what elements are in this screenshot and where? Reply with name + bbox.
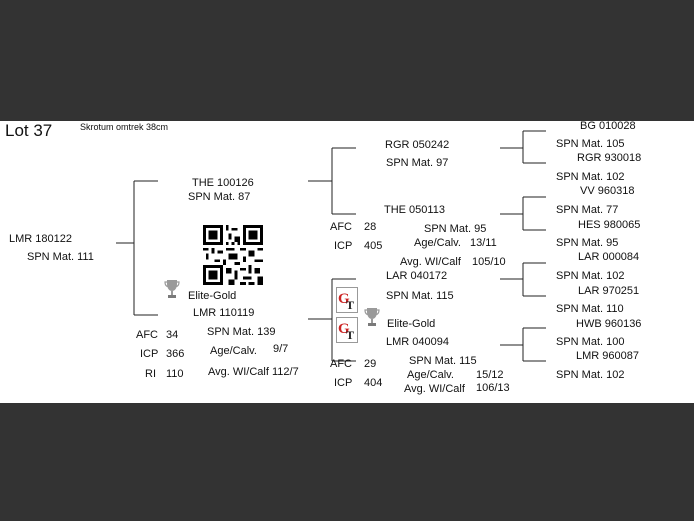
ggp-spn-7: SPN Mat. 100	[556, 336, 625, 348]
sd-agecalv-label: Age/Calv.	[414, 237, 461, 249]
ggp-spn-2: SPN Mat. 102	[556, 171, 625, 183]
dd-icp: 404	[364, 377, 383, 389]
dd-agecalv: 15/12	[476, 369, 504, 381]
dd-wicalf: 106/13	[476, 382, 510, 394]
dam-spn: SPN Mat. 139	[207, 326, 276, 338]
dam-agecalv: 9/7	[273, 343, 289, 355]
svg-text:G: G	[338, 291, 350, 307]
sd-wicalf: 105/10	[472, 256, 506, 268]
sd-afc: 28	[364, 221, 377, 233]
subject-id: LMR 180122	[9, 233, 72, 245]
sire-id: THE 100126	[192, 177, 254, 189]
dam-afc-label: AFC	[136, 329, 158, 341]
ggp-spn-3: SPN Mat. 77	[556, 204, 619, 216]
ggp-id-6: LAR 970251	[578, 285, 640, 297]
scrotum-note: Skrotum omtrek 38cm	[80, 122, 169, 132]
svg-text:G: G	[338, 321, 350, 337]
dam-ri-label: RI	[145, 368, 156, 380]
dam-agecalv-label: Age/Calv.	[210, 345, 257, 357]
sd-id: THE 050113	[384, 204, 445, 216]
ggp-id-3: VV 960318	[580, 185, 635, 197]
dam-ri: 110	[166, 368, 184, 380]
dam-id: LMR 110119	[193, 307, 255, 319]
ggp-id-5: LAR 000084	[578, 251, 640, 263]
ggp-spn-5: SPN Mat. 102	[556, 270, 625, 282]
sd-agecalv: 13/11	[470, 237, 497, 249]
ds-spn: SPN Mat. 115	[386, 290, 454, 302]
sd-spn: SPN Mat. 95	[424, 223, 487, 235]
dam-afc: 34	[166, 329, 179, 341]
sd-icp: 405	[364, 240, 383, 252]
trophy-icon	[364, 308, 380, 326]
sire-spn: SPN Mat. 87	[188, 191, 251, 203]
lot-title: Lot 37	[5, 121, 53, 140]
dd-afc-label: AFC	[330, 358, 352, 370]
ds-id: LAR 040172	[386, 270, 448, 282]
ss-id: RGR 050242	[385, 139, 450, 151]
dd-award: Elite-Gold	[387, 318, 436, 330]
ggp-id-4: HES 980065	[578, 219, 641, 231]
dam-award: Elite-Gold	[188, 290, 237, 302]
gt-logo-icon: G T	[336, 287, 358, 313]
svg-text:T: T	[346, 298, 354, 312]
ggp-spn-4: SPN Mat. 95	[556, 237, 619, 249]
qr-code-icon	[203, 225, 263, 285]
dd-agecalv-label: Age/Calv.	[407, 369, 454, 381]
sd-wicalf-label: Avg. WI/Calf	[400, 256, 461, 268]
ggp-id-7: HWB 960136	[576, 318, 642, 330]
dam-wicalf-label: Avg. WI/Calf	[208, 366, 269, 378]
pedigree-sheet: Lot 37 Skrotum omtrek 38cm LMR 180122 SP…	[0, 121, 694, 403]
dd-icp-label: ICP	[334, 377, 353, 389]
subject-spn: SPN Mat. 111	[27, 251, 94, 263]
dd-spn: SPN Mat. 115	[409, 355, 477, 367]
dd-afc: 29	[364, 358, 377, 370]
dam-icp: 366	[166, 348, 185, 360]
ggp-spn-8: SPN Mat. 102	[556, 369, 625, 381]
dd-wicalf-label: Avg. WI/Calf	[404, 383, 465, 395]
dam-wicalf: 112/7	[272, 366, 299, 378]
sd-afc-label: AFC	[330, 221, 352, 233]
ggp-id-2: RGR 930018	[577, 152, 642, 164]
gt-logo-icon: G T	[336, 317, 358, 343]
svg-text:T: T	[346, 328, 354, 342]
ggp-id-8: LMR 960087	[576, 350, 639, 362]
ggp-id-1: BG 010028	[580, 121, 636, 132]
ggp-spn-1: SPN Mat. 105	[556, 138, 625, 150]
dam-icp-label: ICP	[140, 348, 159, 360]
sd-icp-label: ICP	[334, 240, 353, 252]
pedigree-lines	[116, 130, 546, 362]
dd-id: LMR 040094	[386, 336, 449, 348]
ggp-spn-6: SPN Mat. 110	[556, 303, 624, 315]
trophy-icon	[164, 280, 180, 298]
ss-spn: SPN Mat. 97	[386, 157, 449, 169]
